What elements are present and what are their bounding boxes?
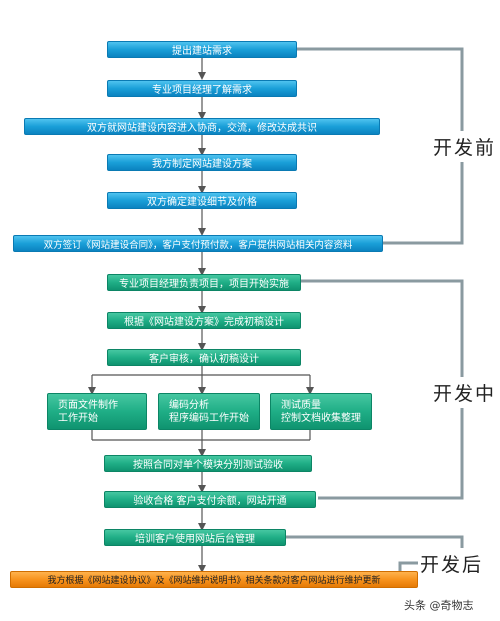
step-understand-needs: 专业项目经理了解需求 [107,80,297,97]
step-training: 培训客户使用网站后台管理 [104,529,286,546]
watermark: 头条 @奇物志 [404,599,474,612]
step-page-production: 页面文件制作 工作开始 [47,393,147,430]
step-sign-contract: 双方签订《网站建设合同》，客户支付预付款，客户提供网站相关内容资料 [13,235,383,252]
step-client-review: 客户审核，确认初稿设计 [107,349,301,366]
phase-label-after: 开发后 [418,548,486,579]
step-label-line1: 编码分析 [169,399,209,411]
step-label: 专业项目经理了解需求 [152,85,252,96]
step-maintenance: 我方根据《网站建设协议》及《网站维护说明书》相关条款对客户网站进行维护更新 [10,571,418,588]
step-label-line2: 控制文档收集整理 [281,412,361,424]
step-testing: 测试质量 控制文档收集整理 [270,393,372,430]
step-label: 提出建站需求 [172,46,232,57]
step-label-line1: 测试质量 [281,399,321,411]
step-label: 双方就网站建设内容进入协商，交流，修改达成共识 [87,123,317,134]
step-label: 双方确定建设细节及价格 [147,197,257,208]
step-label: 验收合格 客户支付余额，网站开通 [133,496,287,507]
step-coding: 编码分析 程序编码工作开始 [158,393,260,430]
step-draft-design: 根据《网站建设方案》完成初稿设计 [107,312,301,329]
step-label: 培训客户使用网站后台管理 [135,534,255,545]
phase-label-during: 开发中 [431,377,499,408]
step-acceptance: 验收合格 客户支付余额，网站开通 [104,491,316,508]
step-label: 客户审核，确认初稿设计 [149,354,259,365]
step-label: 专业项目经理负责项目，项目开始实施 [119,279,289,290]
step-label: 我方制定网站建设方案 [152,159,252,170]
step-submit-request: 提出建站需求 [107,41,297,58]
step-module-testing: 按照合同对单个模块分别测试验收 [104,455,312,472]
step-label: 双方签订《网站建设合同》，客户支付预付款，客户提供网站相关内容资料 [43,239,353,251]
step-label-line1: 页面文件制作 [58,399,118,411]
phase-label-before: 开发前 [431,131,499,162]
step-confirm-details: 双方确定建设细节及价格 [107,192,297,209]
step-label: 根据《网站建设方案》完成初稿设计 [124,317,284,328]
step-label: 按照合同对单个模块分别测试验收 [133,460,283,471]
step-label-line2: 程序编码工作开始 [169,412,249,424]
step-label-line2: 工作开始 [58,412,98,424]
step-negotiate: 双方就网站建设内容进入协商，交流，修改达成共识 [24,118,380,135]
step-project-start: 专业项目经理负责项目，项目开始实施 [107,274,301,291]
step-label: 我方根据《网站建设协议》及《网站维护说明书》相关条款对客户网站进行维护更新 [47,576,381,586]
step-make-plan: 我方制定网站建设方案 [107,154,297,171]
